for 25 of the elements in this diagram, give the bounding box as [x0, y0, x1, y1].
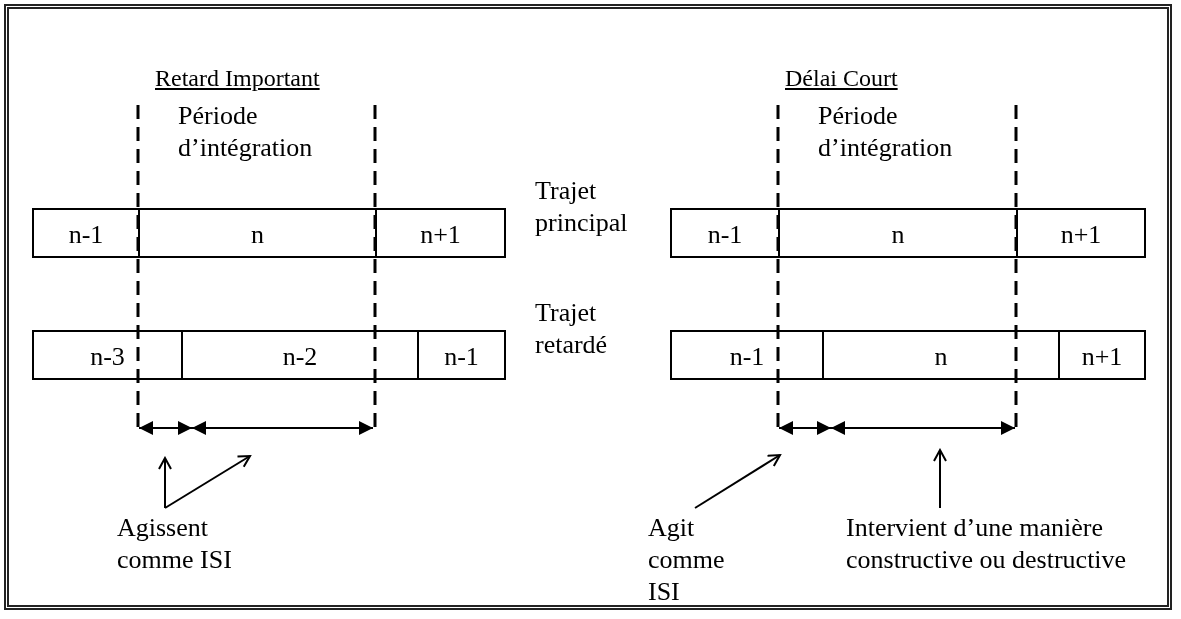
leader-arrow: [158, 457, 172, 509]
segment-cell: n-1: [32, 208, 140, 258]
panel-title: Retard Important: [155, 64, 320, 93]
segment-cell: n-2: [181, 330, 419, 380]
label-text: Trajet retardé: [535, 297, 609, 361]
label-text: Période d’intégration: [178, 100, 314, 164]
leader-arrow: [694, 454, 781, 509]
segment-cell: n-1: [417, 330, 506, 380]
segment-cell: n+1: [1058, 330, 1146, 380]
segment-cell: n: [822, 330, 1060, 380]
segment-cell: n: [778, 208, 1018, 258]
label-text: Période d’intégration: [818, 100, 954, 164]
segment-cell: n-1: [670, 330, 824, 380]
annotation-text: Intervient d’une manière constructive ou destructive: [846, 512, 1166, 576]
panel-title: Délai Court: [785, 64, 898, 93]
label-text: Trajet principal: [535, 175, 629, 239]
leader-arrow: [933, 449, 947, 509]
segment-cell: n+1: [1016, 208, 1146, 258]
annotation-text: Agissent comme ISI: [117, 512, 267, 576]
segment-cell: n-3: [32, 330, 183, 380]
segment-cell: n-1: [670, 208, 780, 258]
leader-arrow: [164, 455, 251, 509]
segment-cell: n+1: [375, 208, 506, 258]
annotation-text: Agit comme ISI: [648, 512, 760, 608]
segment-cell: n: [138, 208, 377, 258]
